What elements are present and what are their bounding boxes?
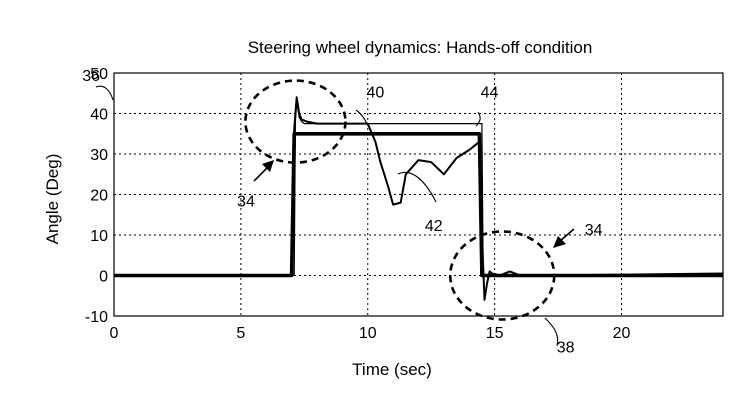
series-line-3	[114, 96, 724, 301]
y-axis-label: Angle (Deg)	[43, 154, 62, 245]
reference-numeral: 42	[425, 218, 443, 235]
leader-44	[475, 111, 481, 127]
grid	[113, 73, 723, 316]
dashed-circle-lower	[448, 230, 556, 321]
arrowhead-34-lower	[553, 236, 566, 248]
series-lines	[114, 96, 724, 301]
y-tick-label: 50	[90, 66, 108, 83]
leader-40	[355, 109, 369, 127]
x-tick-label: 10	[359, 325, 377, 342]
y-tick-label: 10	[90, 228, 108, 245]
x-tick-label: 15	[486, 325, 504, 342]
reference-numeral: 36	[82, 68, 100, 85]
y-tick-label: 0	[99, 269, 108, 286]
arrowhead-34-upper	[262, 160, 274, 172]
plot-frame	[113, 72, 724, 317]
series-line-1	[114, 132, 723, 278]
x-tick-label: 5	[236, 325, 245, 342]
x-axis-label: Time (sec)	[352, 360, 432, 379]
y-tick-label: -10	[85, 309, 108, 326]
x-tick-label: 0	[110, 325, 119, 342]
arrow-34-lower	[559, 228, 575, 242]
reference-numeral: 40	[366, 84, 384, 101]
y-tick-label: 40	[90, 107, 108, 124]
leader-36	[95, 85, 114, 101]
series-line-2	[114, 100, 723, 277]
reference-numeral: 38	[557, 339, 575, 356]
y-tick-label: 30	[90, 147, 108, 164]
reference-numeral: 44	[481, 84, 499, 101]
reference-numeral: 34	[585, 222, 603, 239]
x-tick-label: 20	[613, 325, 631, 342]
reference-numeral: 34	[237, 194, 255, 211]
leader-38	[544, 317, 559, 347]
annotations-decoration	[95, 79, 575, 347]
y-tick-label: 20	[90, 188, 108, 205]
reference-numerals: 36 34 40 44 42 34 38	[82, 68, 602, 356]
chart-title: Steering wheel dynamics: Hands-off condi…	[248, 38, 593, 57]
leader-42	[397, 171, 437, 203]
